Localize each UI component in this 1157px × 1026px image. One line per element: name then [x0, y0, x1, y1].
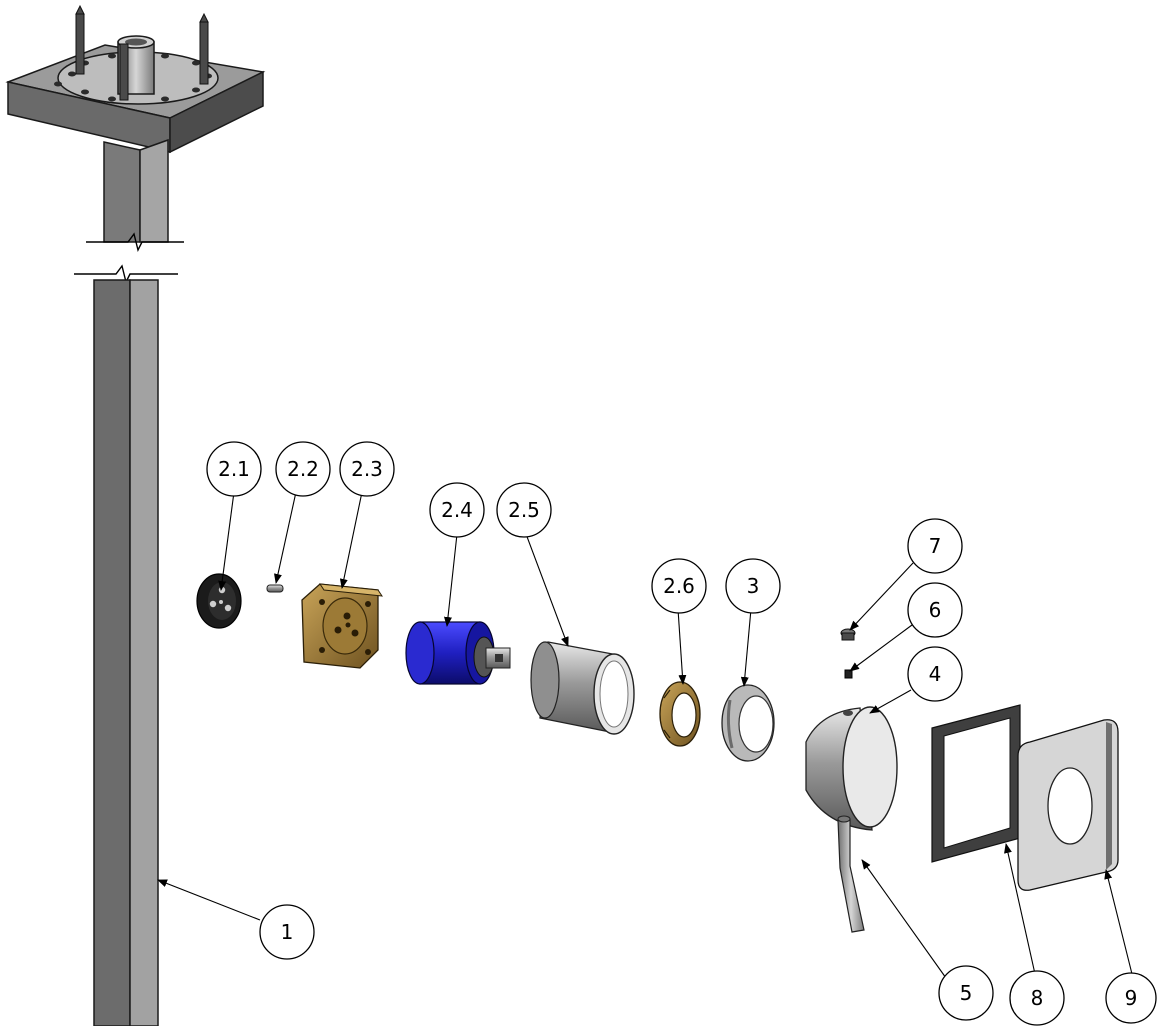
callout-label: 5 — [960, 981, 973, 1005]
callout-label: 9 — [1125, 986, 1138, 1010]
callout-label: 4 — [929, 662, 942, 686]
callout-label: 2.5 — [508, 498, 540, 522]
callout-6: 6 — [907, 582, 963, 638]
callout-label: 2.6 — [663, 574, 695, 598]
part-8-gasket — [931, 704, 1021, 863]
callout-7: 7 — [907, 518, 963, 574]
tube-lower-front — [93, 279, 131, 1026]
callout-label: 2.3 — [351, 457, 383, 481]
part-9-cover-plate — [1017, 719, 1119, 891]
callout-2-2: 2.2 — [275, 441, 331, 497]
part-2-4-cartridge — [405, 621, 511, 685]
callout-8: 8 — [1009, 970, 1065, 1026]
tube-lower-side — [129, 279, 159, 1026]
part-1-post — [5, 4, 266, 1026]
callout-label: 8 — [1031, 986, 1044, 1010]
part-2-5-sleeve — [530, 641, 635, 735]
part-3-ring — [721, 684, 775, 762]
tube-upper-side — [139, 138, 169, 243]
callout-2-5: 2.5 — [496, 482, 552, 538]
callout-2-1: 2.1 — [206, 441, 262, 497]
callout-9: 9 — [1105, 972, 1157, 1024]
part-2-1-washer — [196, 573, 242, 629]
callout-2-3: 2.3 — [339, 441, 395, 497]
callout-2-4: 2.4 — [429, 482, 485, 538]
callout-4: 4 — [907, 646, 963, 702]
callout-1: 1 — [259, 904, 315, 960]
leader-lines — [157, 491, 1133, 979]
callout-3: 3 — [725, 558, 781, 614]
part-2-3-flange — [301, 583, 384, 669]
part-6-screw — [844, 669, 853, 679]
callout-label: 3 — [747, 574, 760, 598]
base-plate-side — [169, 70, 264, 154]
callout-2-6: 2.6 — [651, 558, 707, 614]
tube-upper-front — [103, 141, 141, 243]
callout-label: 6 — [929, 598, 942, 622]
flange-holes — [54, 53, 212, 102]
callout-5: 5 — [938, 965, 994, 1021]
callout-label: 1 — [281, 920, 294, 944]
callout-label: 7 — [929, 534, 942, 558]
break-line-top — [86, 232, 184, 253]
part-2-6-nut — [659, 681, 701, 747]
callout-label: 2.1 — [218, 457, 250, 481]
part-5-spout — [837, 815, 865, 933]
part-7-cap — [840, 628, 856, 641]
callout-label: 2.4 — [441, 498, 473, 522]
part-4-handle — [805, 706, 898, 831]
break-line-bottom — [74, 264, 178, 285]
studs — [75, 4, 209, 101]
callout-label: 2.2 — [287, 457, 319, 481]
part-2-2-pin — [266, 584, 284, 593]
